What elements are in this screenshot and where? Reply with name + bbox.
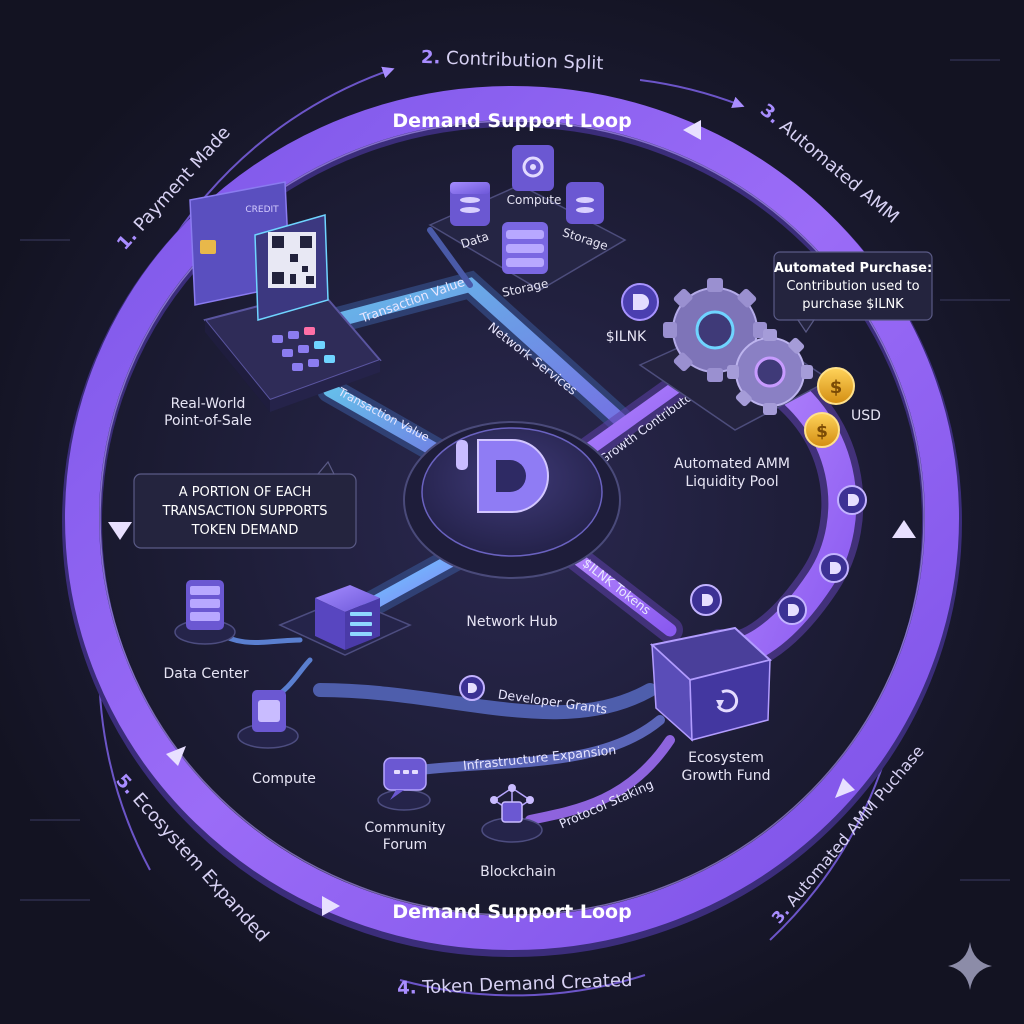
- storage-right-icon: [566, 182, 604, 224]
- amm-callout-line1: Contribution used to: [786, 279, 919, 294]
- ilnk-token-icon: [621, 283, 659, 321]
- compute-top-label: Compute: [507, 193, 562, 207]
- usd-coins-icon: $ $: [804, 367, 855, 448]
- token-label: $ILNK: [606, 329, 647, 345]
- ring-title-top: Demand Support Loop: [392, 110, 631, 132]
- ring-title-bottom: Demand Support Loop: [392, 901, 631, 923]
- amm-purchase-callout: Automated Purchase: Contribution used to…: [773, 251, 933, 334]
- portion-callout-line1: A PORTION OF EACH: [179, 485, 312, 500]
- network-hub: [403, 421, 621, 579]
- data-center-icon: [174, 580, 236, 645]
- fund-label-line2: Growth Fund: [681, 768, 770, 784]
- main-ring-inner-edge: [99, 120, 925, 916]
- amm-callout-title: Automated Purchase:: [774, 261, 932, 276]
- compute-label: Compute: [252, 771, 316, 787]
- background-grid-dashes: [20, 59, 1010, 901]
- amm-callout-line2: purchase $ILNK: [802, 297, 904, 312]
- growth-fund-box-icon: [649, 626, 773, 742]
- blockchain-icon: [481, 784, 543, 843]
- usd-label: USD: [851, 408, 881, 424]
- pos-label-line2: Point-of-Sale: [164, 413, 252, 429]
- card-text: CREDIT: [245, 205, 279, 215]
- svg-text:2. Contribution Split: 2. Contribution Split: [421, 47, 604, 74]
- compute-gear-icon: [512, 145, 554, 191]
- svg-text:$: $: [830, 377, 843, 398]
- compute-chip-icon: [237, 690, 299, 749]
- hub-logo-icon: [456, 439, 549, 513]
- community-forum-icon: [377, 757, 431, 811]
- amm-gears-icon: [638, 278, 832, 431]
- server-box-icon: [278, 585, 412, 656]
- pos-terminal-icon: CREDIT: [189, 181, 382, 412]
- step-label-2: 2. Contribution Split: [421, 47, 604, 74]
- data-center-label: Data Center: [164, 666, 249, 682]
- main-ring: [65, 86, 959, 950]
- portion-callout-line3: TOKEN DEMAND: [191, 523, 299, 538]
- fund-label-line1: Ecosystem: [688, 750, 764, 766]
- blockchain-label: Blockchain: [480, 864, 556, 880]
- qr-code-icon: [254, 214, 329, 321]
- storage-front-icon: [502, 222, 548, 274]
- community-label-line2: Forum: [383, 837, 427, 853]
- portion-callout-line2: TRANSACTION SUPPORTS: [161, 504, 327, 519]
- developer-grant-token-icon: [459, 675, 485, 701]
- data-icon: [450, 182, 490, 226]
- pos-label-line1: Real-World: [171, 396, 246, 412]
- svg-text:$: $: [816, 422, 828, 442]
- hub-label: Network Hub: [466, 614, 557, 630]
- amm-label-line2: Liquidity Pool: [685, 474, 778, 490]
- amm-label-line1: Automated AMM: [674, 456, 790, 472]
- sparkle-icon: [948, 942, 992, 990]
- transaction-portion-callout: A PORTION OF EACH TRANSACTION SUPPORTS T…: [133, 460, 357, 549]
- ring-arrows: [108, 120, 916, 916]
- community-label-line1: Community: [364, 820, 445, 836]
